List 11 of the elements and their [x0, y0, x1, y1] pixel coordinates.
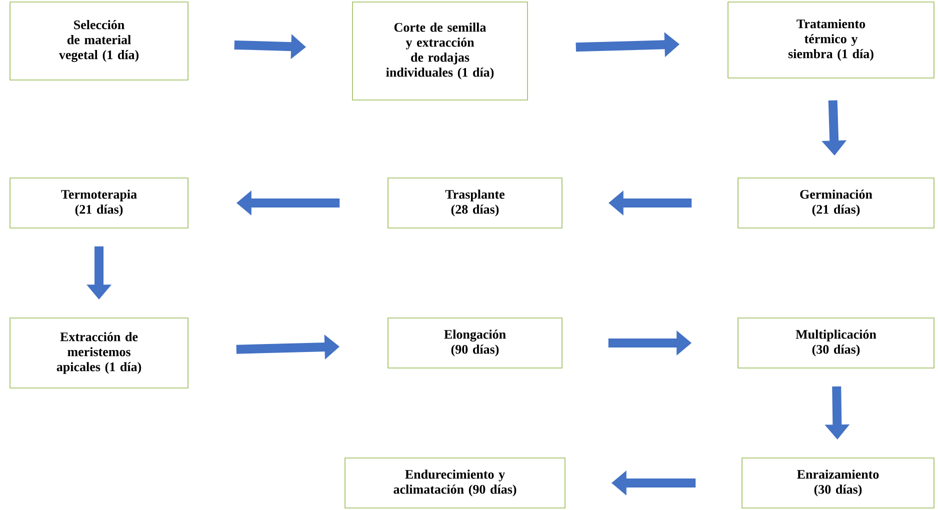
- process-box: Trasplante (28 días): [388, 178, 562, 228]
- process-box: Corte de semilla y extracción de rodajas individuales (1 día): [352, 2, 528, 100]
- process-box: Tratamiento térmico y siembra (1 día): [728, 2, 934, 78]
- process-box: Enraizamiento (30 días): [742, 458, 934, 508]
- process-box: Selección de material vegetal (1 día): [10, 2, 188, 80]
- process-box: Extracción de meristemos apicales (1 día): [10, 318, 188, 388]
- process-box: Germinación (21 días): [738, 178, 934, 228]
- process-box: Multiplicación (30 días): [738, 318, 934, 368]
- process-box: Termoterapia (21 días): [10, 178, 188, 228]
- process-box: Endurecimiento y aclimatación (90 días): [344, 458, 566, 508]
- process-box: Elongación (90 días): [388, 318, 562, 368]
